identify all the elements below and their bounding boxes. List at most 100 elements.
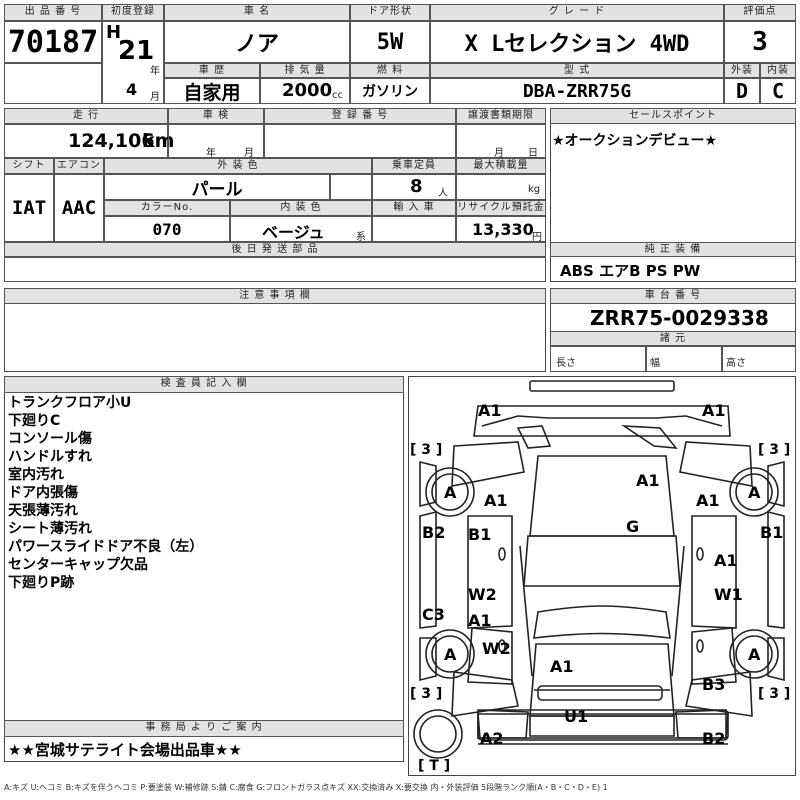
capacity-label: 乗車定員	[372, 158, 456, 174]
office-note: ★★宮城サテライト会場出品車★★	[8, 741, 242, 759]
interior-label: 内装	[760, 63, 796, 78]
inspector-note: 下廻りP跡	[8, 575, 75, 591]
bracket-3-front-right: [ 3 ]	[758, 442, 790, 458]
exterior-grade: D	[724, 78, 760, 104]
office-label: 事 務 局 よ り ご 案 内	[4, 720, 404, 737]
recycle-label: リサイクル預託金	[456, 200, 546, 216]
damage-label: A1	[636, 471, 660, 490]
inspector-note: ハンドルすれ	[8, 449, 92, 465]
damage-label: A1	[714, 551, 738, 570]
wheel-front-left-inner	[431, 473, 469, 511]
max-load-cell	[456, 174, 546, 200]
import-label: 輸 入 車	[372, 200, 456, 216]
displacement-cell	[260, 78, 350, 104]
max-load-label: 最大積載量	[456, 158, 546, 174]
car-name-label: 車 名	[164, 4, 350, 21]
transfer-label: 譲渡書類期限	[456, 108, 546, 124]
aircon-label: エアコン	[54, 158, 104, 174]
front-shape	[473, 405, 731, 437]
spare-tire	[413, 709, 463, 759]
door-type: 5W	[350, 21, 430, 63]
damage-label: A1	[550, 657, 574, 676]
height-label: 高さ	[726, 358, 746, 369]
wheel-rear-right	[729, 629, 779, 679]
score: 3	[724, 21, 796, 63]
recycle-unit: 円	[532, 232, 542, 243]
chassis-label: 車 台 番 号	[550, 288, 796, 304]
grade: X Lセレクション 4WD	[430, 21, 724, 63]
wheel-rear-left-inner	[431, 635, 469, 673]
damage-label: B1	[468, 525, 491, 544]
inspector-note: トランクフロア小U	[8, 395, 132, 411]
rear-lip	[537, 685, 663, 701]
handle-right	[696, 547, 704, 561]
first-reg-cell	[102, 21, 164, 104]
front-doors	[467, 515, 737, 629]
side-rear-panels	[419, 637, 785, 682]
shift: IAT	[4, 174, 54, 242]
wheel-rear-left	[425, 629, 475, 679]
legend: A:キズ U:ヘコミ B:キズを伴うヘコミ P:要塗装 W:補修跡 S:錆 C:…	[4, 783, 608, 792]
damage-label: G	[626, 517, 639, 536]
damage-label: U1	[564, 707, 588, 726]
wheel-rear-right-inner	[735, 635, 773, 673]
front-fenders	[451, 441, 753, 487]
damage-label: A1	[696, 491, 720, 510]
genuine-equipment: ABS エアB PS PW	[560, 262, 701, 280]
damage-label: A1	[478, 401, 502, 420]
max-load-unit: kg	[528, 184, 541, 195]
first-reg-label: 初度登録	[102, 4, 164, 21]
mileage-cell	[4, 124, 168, 158]
inspection-cell	[168, 124, 264, 158]
score-label: 評価点	[724, 4, 796, 21]
roof-front	[523, 535, 681, 587]
grade-label: グ レ ー ド	[430, 4, 724, 21]
fuel: ガソリン	[350, 78, 430, 104]
damage-diagram-section	[408, 376, 796, 776]
length-label: 長さ	[556, 358, 576, 369]
mileage-label: 走 行	[4, 108, 168, 124]
inspector-note: 天張薄汚れ	[8, 503, 78, 519]
damage-label: B3	[702, 675, 725, 694]
later-parts-cell	[4, 257, 546, 282]
inspector-note: シート薄汚れ	[8, 521, 92, 537]
damage-label: W2	[468, 585, 497, 604]
headlights	[516, 425, 678, 449]
displacement: 2000	[282, 80, 333, 101]
inspection-month-unit: 月	[244, 148, 254, 159]
history: 自家用	[164, 78, 260, 104]
aircon: AAC	[54, 174, 104, 242]
side-mirrors-sills	[419, 510, 785, 629]
genuine-label: 純 正 装 備	[550, 242, 796, 257]
capacity-cell	[372, 174, 456, 200]
inspector-label: 検 査 員 記 入 欄	[4, 376, 404, 393]
displacement-unit: cc	[332, 90, 343, 101]
lot-no: 70187	[4, 21, 102, 63]
ext-color: パール	[104, 174, 330, 200]
transfer-day-unit: 日	[528, 148, 538, 159]
damage-label: A1	[468, 611, 492, 630]
model-label: 型 式	[430, 63, 724, 78]
rear-bumper-shape	[477, 709, 729, 741]
height-cell	[722, 346, 796, 372]
wheel-front-left	[425, 467, 475, 517]
damage-label: C3	[422, 605, 445, 624]
interior-grade: C	[760, 78, 796, 104]
specs-label: 諸 元	[550, 331, 796, 346]
damage-label: W1	[714, 585, 743, 604]
damage-label: A	[444, 483, 457, 502]
mileage: 124,106	[68, 130, 155, 152]
int-color: ベージュ	[262, 223, 325, 242]
inspector-note: センターキャップ欠品	[8, 557, 148, 573]
handle-left	[498, 547, 506, 561]
handle-rear-left	[498, 639, 506, 653]
rear-fenders	[451, 671, 753, 717]
reg-no-label: 登 録 番 号	[264, 108, 456, 124]
inspection-year-unit: 年	[206, 148, 216, 159]
car-name: ノア	[164, 21, 350, 63]
width-cell	[646, 346, 722, 372]
damage-label: B2	[702, 729, 725, 748]
damage-label: A1	[702, 401, 726, 420]
int-color-label: 内 装 色	[230, 200, 372, 216]
damage-label: B1	[760, 523, 783, 542]
